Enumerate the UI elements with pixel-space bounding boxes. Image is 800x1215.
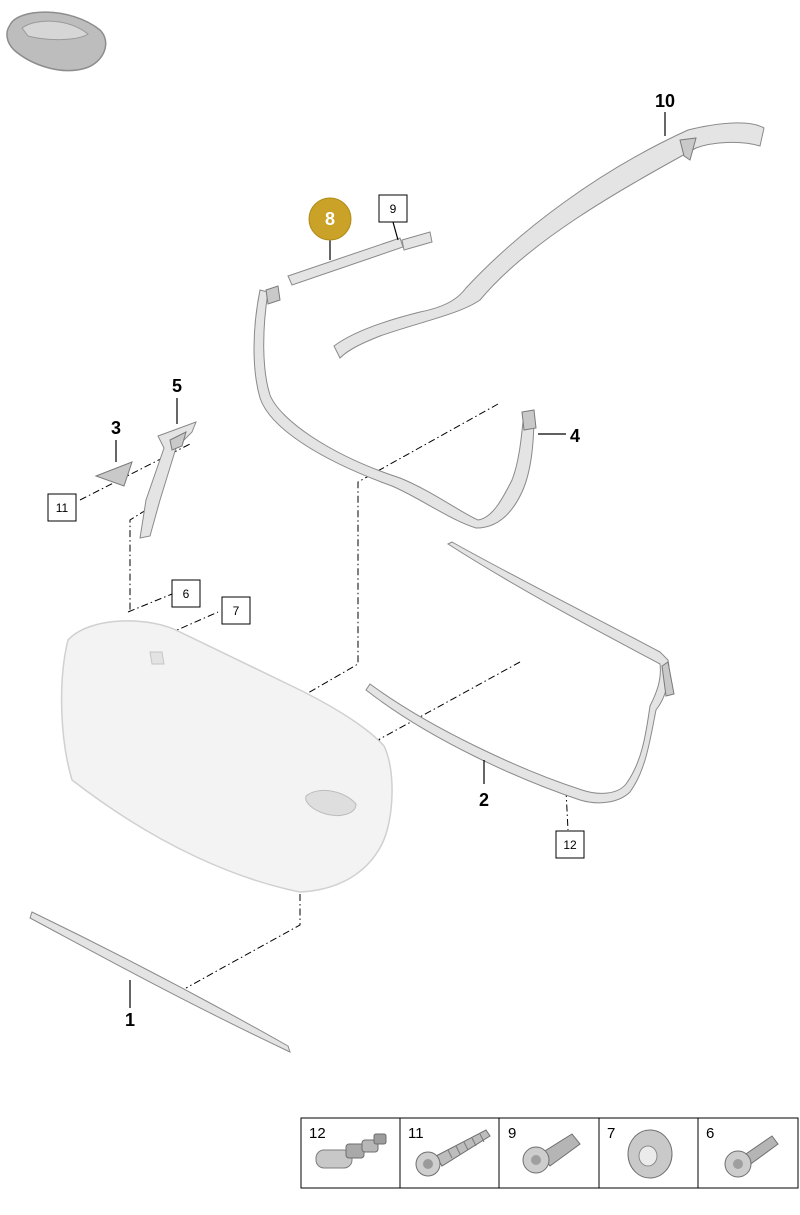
clip-icon <box>315 1133 387 1169</box>
svg-text:12: 12 <box>563 838 577 852</box>
part-3-cover-cap[interactable] <box>94 461 133 487</box>
svg-text:9: 9 <box>390 202 397 216</box>
svg-text:8: 8 <box>325 209 335 229</box>
callout-11-box[interactable]: 11 <box>47 493 77 522</box>
svg-text:10: 10 <box>655 91 675 111</box>
callout-10[interactable]: 10 <box>655 91 675 111</box>
callout-12-box[interactable]: 12 <box>555 830 585 859</box>
svg-text:4: 4 <box>570 426 580 446</box>
part-2-window-seal[interactable] <box>365 541 675 804</box>
grommet-icon <box>627 1129 673 1179</box>
callout-6-box[interactable]: 6 <box>171 579 201 608</box>
door-panel[interactable] <box>60 620 393 893</box>
callout-7-box[interactable]: 7 <box>221 596 251 625</box>
hardware-cell-6[interactable]: 6 <box>706 1125 779 1178</box>
callout-9-box[interactable]: 9 <box>378 194 408 223</box>
svg-text:9: 9 <box>508 1125 516 1142</box>
callout-3[interactable]: 3 <box>111 418 121 438</box>
svg-text:3: 3 <box>111 418 121 438</box>
hardware-table: 12 11 9 <box>300 1117 799 1189</box>
hardware-cell-7[interactable]: 7 <box>607 1125 673 1179</box>
svg-text:7: 7 <box>607 1125 615 1142</box>
svg-text:11: 11 <box>408 1125 424 1142</box>
svg-text:12: 12 <box>309 1125 326 1142</box>
part-8-seal-strip[interactable] <box>287 237 404 286</box>
callout-4[interactable]: 4 <box>570 426 580 446</box>
bolt-icon <box>724 1135 779 1178</box>
svg-text:7: 7 <box>233 604 240 618</box>
car-thumbnail-icon[interactable] <box>6 11 107 72</box>
svg-text:1: 1 <box>125 1010 135 1030</box>
part-5-triangle-frame[interactable] <box>139 421 197 539</box>
svg-text:6: 6 <box>706 1125 714 1142</box>
svg-text:6: 6 <box>183 587 190 601</box>
part-4-pillar-seal[interactable] <box>521 409 537 431</box>
stud-icon <box>522 1133 581 1174</box>
callout-5[interactable]: 5 <box>172 376 182 396</box>
part-1-sill-strip[interactable] <box>29 911 291 1053</box>
callout-8-highlighted[interactable]: 8 <box>308 197 352 241</box>
part-10-roof-seal[interactable] <box>333 122 765 359</box>
hardware-cell-12[interactable]: 12 <box>309 1125 387 1169</box>
leader-lines <box>115 112 666 1008</box>
svg-text:11: 11 <box>56 501 69 515</box>
hardware-cell-9[interactable]: 9 <box>508 1125 581 1174</box>
svg-text:5: 5 <box>172 376 182 396</box>
hardware-cell-11[interactable]: 11 <box>408 1125 491 1177</box>
callout-2[interactable]: 2 <box>479 790 489 810</box>
callout-1[interactable]: 1 <box>125 1010 135 1030</box>
part-9-clip[interactable] <box>401 231 433 251</box>
svg-text:2: 2 <box>479 790 489 810</box>
screw-icon <box>415 1129 491 1177</box>
